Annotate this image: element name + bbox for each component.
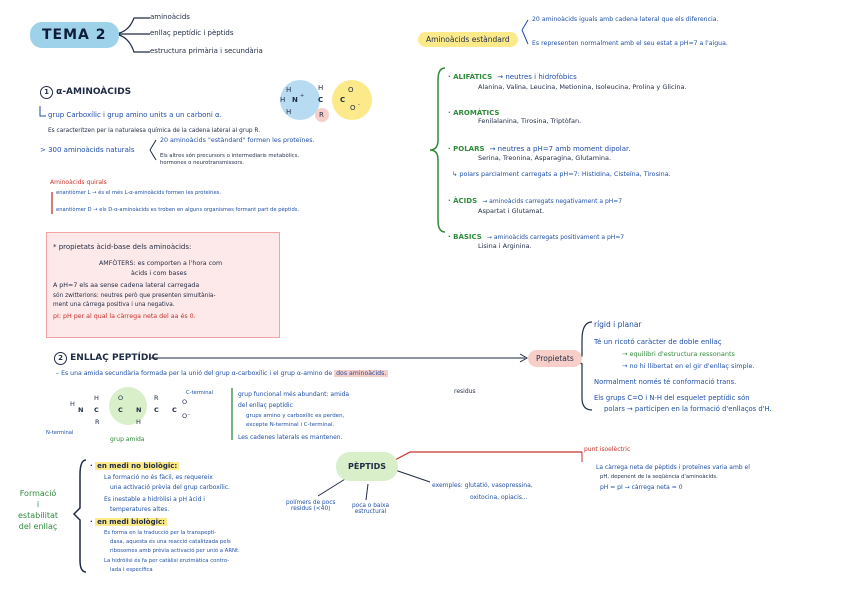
no-bio-title: · en medi no biològic: [90, 462, 180, 470]
s2-note-5: Les cadenes laterals es mantenen. [238, 434, 343, 441]
pi-line-1: La càrrega neta de pèptids i proteïnes v… [596, 464, 750, 471]
s2-line: – Es una amida secundària formada per la… [56, 370, 389, 377]
amide-label: grup amida [110, 436, 145, 443]
section-2-title: ENLLAÇ PEPTÍDIC [70, 353, 159, 363]
std-line-1: 20 aminoàcids iguals amb cadena lateral … [532, 16, 719, 23]
amide-group-highlight [109, 387, 147, 425]
pi-line-2: pH, depenent de la seqüència d'aminoàcid… [600, 474, 718, 480]
group-polars: · POLARS → neutres a pH=7 amb moment dip… [448, 145, 631, 153]
section-2-heading: 2 ENLLAÇ PEPTÍDIC [54, 352, 158, 365]
r-group-highlight [315, 108, 329, 122]
bio-title: · en medi biològic: [90, 518, 167, 526]
s2-note-2: del enllaç peptídic [238, 402, 293, 409]
peptide-molecule: H N C H R C O N H C R C O O⁻ [70, 394, 191, 426]
polars-partial: ↳ polars parcialment carregats a pH=7: H… [452, 170, 671, 178]
group-aromatics: · AROMÀTICS [448, 109, 500, 117]
bio-4: La hidròlisi és fa per catàlisi enzimàti… [104, 558, 230, 564]
no-bio-4: temperatures altes. [110, 506, 170, 513]
carboxyl-group-highlight [332, 80, 372, 120]
alifatics-items: Alanina, Valina, Leucina, Metionina, Iso… [478, 83, 687, 91]
amino-group-highlight [280, 80, 320, 120]
s1-sub-2: Els altres són precursors o intermediari… [160, 153, 300, 166]
bio-2: dasa, aquesta és una reacció catalitzada… [110, 539, 231, 545]
prop-4: → no hi llibertat en el gir d'enllaç sim… [622, 362, 755, 370]
acids-items: Aspartat i Glutamat. [478, 207, 545, 215]
formation-label: Formació i estabilitat del enllaç [18, 489, 59, 531]
group-acids: · ÀCIDS → aminoàcids carregats negativam… [448, 197, 623, 205]
s1-line-1: grup Carboxílic i grup amino units a un … [48, 111, 222, 119]
bio-3: ribosomes amb prèvia activació per unió … [110, 548, 240, 554]
s1-sub-1: 20 aminoàcids "estàndard" formen les pro… [160, 137, 315, 144]
no-bio-2: una activació prèvia del grup carboxílic… [110, 484, 230, 491]
std-label: Aminoàcids estàndard [418, 32, 518, 47]
peptids-examples: exemples: glutatió, vasopressina, [432, 482, 533, 489]
group-basics: · BÀSICS → aminoàcids carregats positiva… [448, 233, 625, 241]
peptids-examples-2: oxitocina, opiacis... [470, 494, 528, 501]
s2-note-4: excepte N-terminal i C-terminal. [246, 422, 335, 428]
group-alifatics: · ALIFÀTICS → neutres i hidrofòbics [448, 73, 577, 81]
topic-3: estructura primària i secundària [150, 47, 263, 55]
aromatics-items: Fenilalanina, Tirosina, Triptòfan. [478, 117, 582, 125]
props-label: Propietats [528, 350, 582, 367]
prop-3: → equilibri d'estructura ressonants [622, 350, 735, 358]
prop-2: Té un ricotó caràcter de doble enllaç [594, 338, 722, 346]
section-2-number: 2 [54, 352, 67, 365]
bio-1: Es forma en la traducció per la transpep… [104, 530, 217, 536]
acid-base-title: * propietats àcid-base dels aminoàcids: [53, 243, 192, 251]
chiral-title: Aminoàcids quirals [50, 179, 107, 186]
prop-6: Els grups C=O i N-H del esquelet peptídi… [594, 394, 750, 402]
prop-5: Normalment només té conformació trans. [594, 378, 737, 386]
section-1-number: 1 [40, 86, 53, 99]
chiral-l: enantiòmer L → és el més L-α-aminoàcids … [56, 190, 221, 196]
c-terminal-label: C-terminal [186, 390, 214, 396]
s1-line-2: Es caracteritzen per la naturalesa quími… [48, 128, 261, 134]
acid-base-box: * propietats àcid-base dels aminoàcids: … [46, 232, 280, 338]
std-line-2: Es representen normalment amb el seu est… [532, 40, 728, 47]
topic-1: aminoàcids [150, 13, 190, 21]
two-aminoacids-highlight: dos aminoàcids. [334, 370, 389, 377]
residus-label: residus [454, 388, 476, 395]
pi-line-3: pH = pI → càrrega neta = 0 [600, 484, 683, 491]
n-terminal-label: N-terminal [46, 430, 74, 436]
polars-items: Serina, Treonina, Asparagina, Glutamina. [478, 154, 612, 162]
no-bio-1: La formació no és fàcil, es requereix [104, 474, 213, 481]
section-1-heading: 1 α-AMINOÀCIDS [40, 86, 131, 99]
s2-note-1: grup funcional més abundant: amida [238, 391, 350, 398]
bio-5: lada i específica [110, 567, 153, 573]
chiral-d: enantiòmer D → els D-α-aminoàcids es tro… [56, 207, 300, 213]
prop-1: rígid i planar [594, 320, 642, 329]
section-1-title: α-AMINOÀCIDS [56, 87, 132, 97]
page-title: TEMA 2 [30, 22, 119, 48]
s1-line-3: > 300 aminoàcids naturals [40, 146, 135, 154]
basics-items: Lisina i Arginina. [478, 242, 532, 250]
topic-2: enllaç peptídic i pèptids [150, 29, 234, 37]
pi-title: punt isoelèctric [584, 446, 631, 453]
prop-7: polars → participen en la formació d'enl… [604, 405, 772, 413]
peptids-label: PÈPTIDS [336, 452, 399, 481]
s2-note-3: grups amino y carboxílic es perden, [246, 413, 345, 419]
no-bio-3: Es inestable a hidròlisi a pH àcid i [104, 496, 205, 503]
